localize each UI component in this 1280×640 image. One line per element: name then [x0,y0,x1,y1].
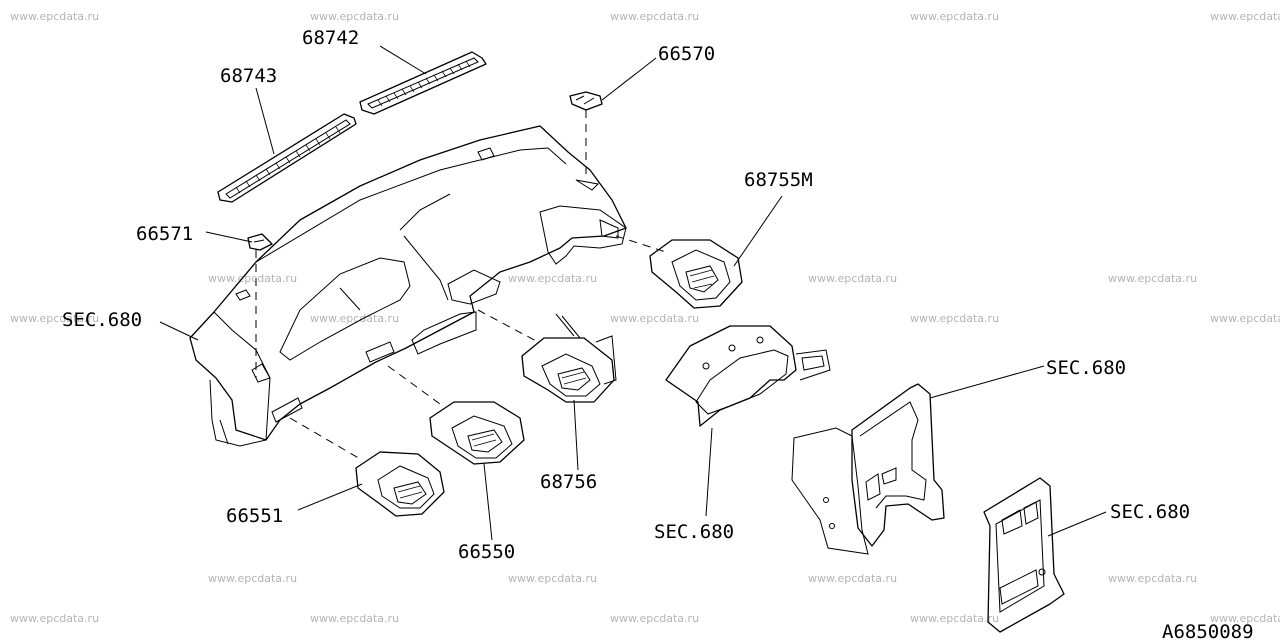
clip-66571[interactable] [247,233,273,251]
label-66571[interactable]: 66571 [136,223,193,245]
watermark: www.epcdata.ru [310,612,399,625]
label-68742[interactable]: 68742 [302,27,359,49]
watermark: www.epcdata.ru [208,272,297,285]
watermark: www.epcdata.ru [808,272,897,285]
instrument-panel[interactable] [189,125,627,447]
label-66551[interactable]: 66551 [226,505,283,527]
label-66570[interactable]: 66570 [658,43,715,65]
vent-66550[interactable] [429,401,525,465]
watermark: www.epcdata.ru [10,612,99,625]
diagram-code: A6850089 [1162,621,1254,640]
label-sec680-bezel[interactable]: SEC.680 [1110,501,1190,523]
cluster-lid[interactable] [665,325,831,427]
watermark: www.epcdata.ru [610,10,699,23]
defroster-grille-68742[interactable] [359,51,487,115]
watermark: www.epcdata.ru [1108,572,1197,585]
label-66550[interactable]: 66550 [458,541,515,563]
watermark: www.epcdata.ru [508,272,597,285]
watermark-layer: www.epcdata.ru www.epcdata.ru www.epcdat… [10,10,1280,625]
clip-66570[interactable] [569,91,603,111]
console-bracket[interactable] [791,383,945,555]
watermark: www.epcdata.ru [910,612,999,625]
watermark: www.epcdata.ru [910,10,999,23]
label-68743[interactable]: 68743 [220,65,277,87]
vent-68756[interactable] [521,313,617,403]
watermark: www.epcdata.ru [508,572,597,585]
watermark: www.epcdata.ru [910,312,999,325]
watermark: www.epcdata.ru [208,572,297,585]
watermark: www.epcdata.ru [1108,272,1197,285]
watermark: www.epcdata.ru [1210,612,1280,625]
vent-66551[interactable] [355,451,445,517]
watermark: www.epcdata.ru [1210,312,1280,325]
label-sec680-console[interactable]: SEC.680 [1046,357,1126,379]
center-bezel[interactable] [983,477,1065,633]
label-sec680-cluster[interactable]: SEC.680 [654,521,734,543]
leader-lines [159,45,1107,541]
part-labels: 68742 68743 66570 66571 68755M SEC.680 S… [62,27,1190,563]
label-68756[interactable]: 68756 [540,471,597,493]
watermark: www.epcdata.ru [610,312,699,325]
defroster-grille-68743[interactable] [217,113,357,203]
vent-68755m[interactable] [649,239,743,309]
watermark: www.epcdata.ru [1210,10,1280,23]
watermark: www.epcdata.ru [310,312,399,325]
watermark: www.epcdata.ru [10,10,99,23]
assembly-lines [255,110,667,461]
watermark: www.epcdata.ru [610,612,699,625]
watermark: www.epcdata.ru [10,312,99,325]
watermark: www.epcdata.ru [310,10,399,23]
label-sec680-left[interactable]: SEC.680 [62,309,142,331]
label-68755m[interactable]: 68755M [744,169,813,191]
watermark: www.epcdata.ru [808,572,897,585]
